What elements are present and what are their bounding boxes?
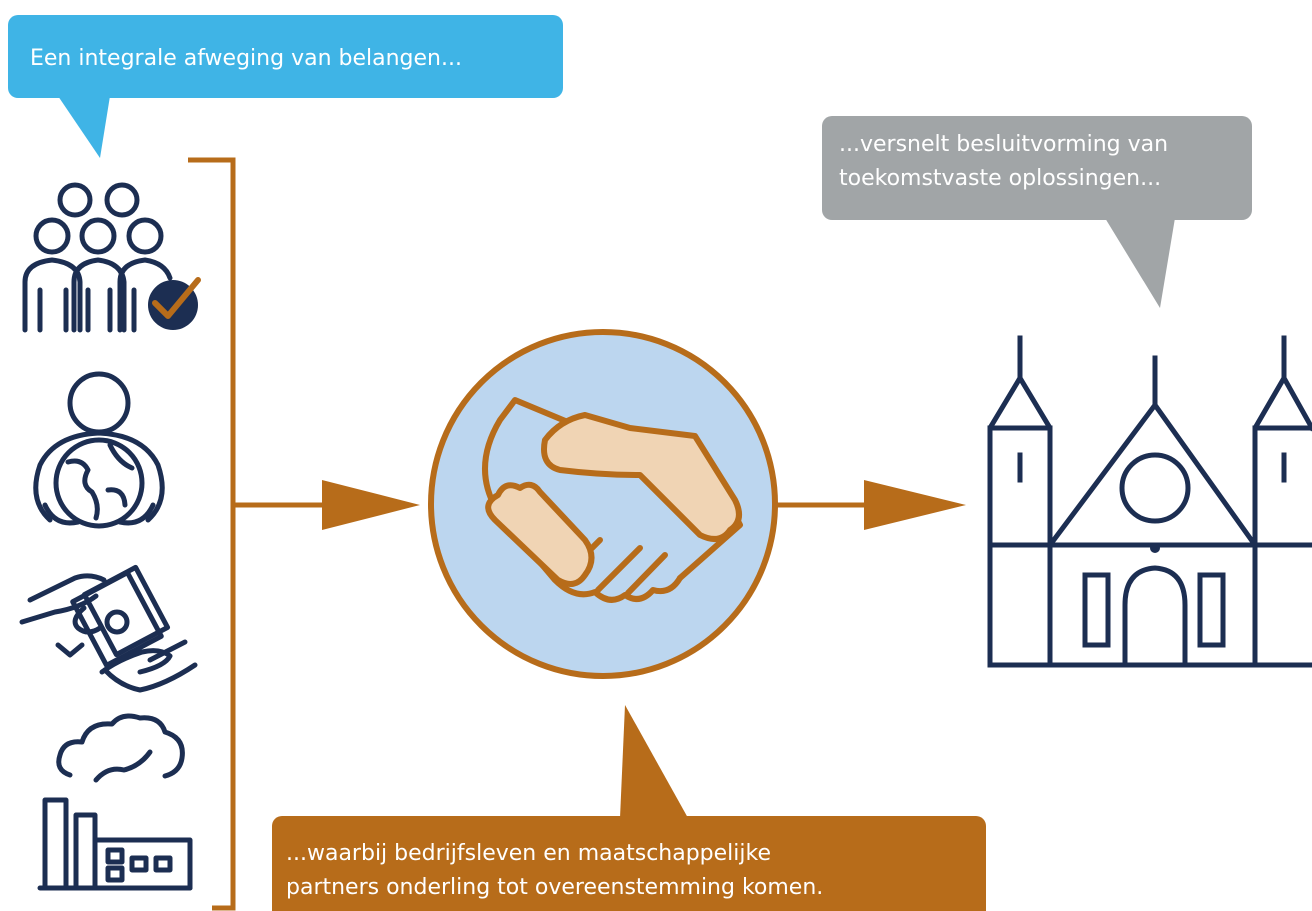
left-callout: Een integrale afweging van belangen...: [8, 15, 563, 98]
person-globe-icon: [33, 371, 165, 529]
check-badge-icon: [148, 277, 201, 330]
right-callout: ...versnelt besluitvorming van toekomstv…: [822, 116, 1252, 220]
bottom-callout-line-1: ...waarbij bedrijfsleven en maatschappel…: [286, 841, 772, 866]
money-exchange-icon: [19, 564, 198, 693]
right-callout-line-1: ...versnelt besluitvorming van: [839, 132, 1169, 157]
stakeholder-bracket: [188, 157, 236, 911]
arrow-left-head: [322, 480, 420, 530]
bottom-callout-line-2: partners onderling tot overeenstemming k…: [286, 875, 824, 901]
bottom-callout-tail: [620, 705, 688, 818]
right-callout-tail: [1105, 218, 1175, 308]
bottom-callout: ...waarbij bedrijfsleven en maatschappel…: [272, 816, 986, 911]
building-ornament-dot: [1150, 543, 1160, 553]
right-callout-line-2: toekomstvaste oplossingen...: [839, 166, 1162, 192]
arrow-right-head: [864, 480, 966, 530]
handshake-icon: [428, 329, 778, 679]
left-callout-tail: [58, 96, 110, 158]
parliament-building-icon: [987, 335, 1312, 668]
factory-smoke-icon: [37, 713, 193, 891]
people-check-icon: [22, 182, 173, 333]
left-callout-text: Een integrale afweging van belangen...: [30, 46, 462, 71]
